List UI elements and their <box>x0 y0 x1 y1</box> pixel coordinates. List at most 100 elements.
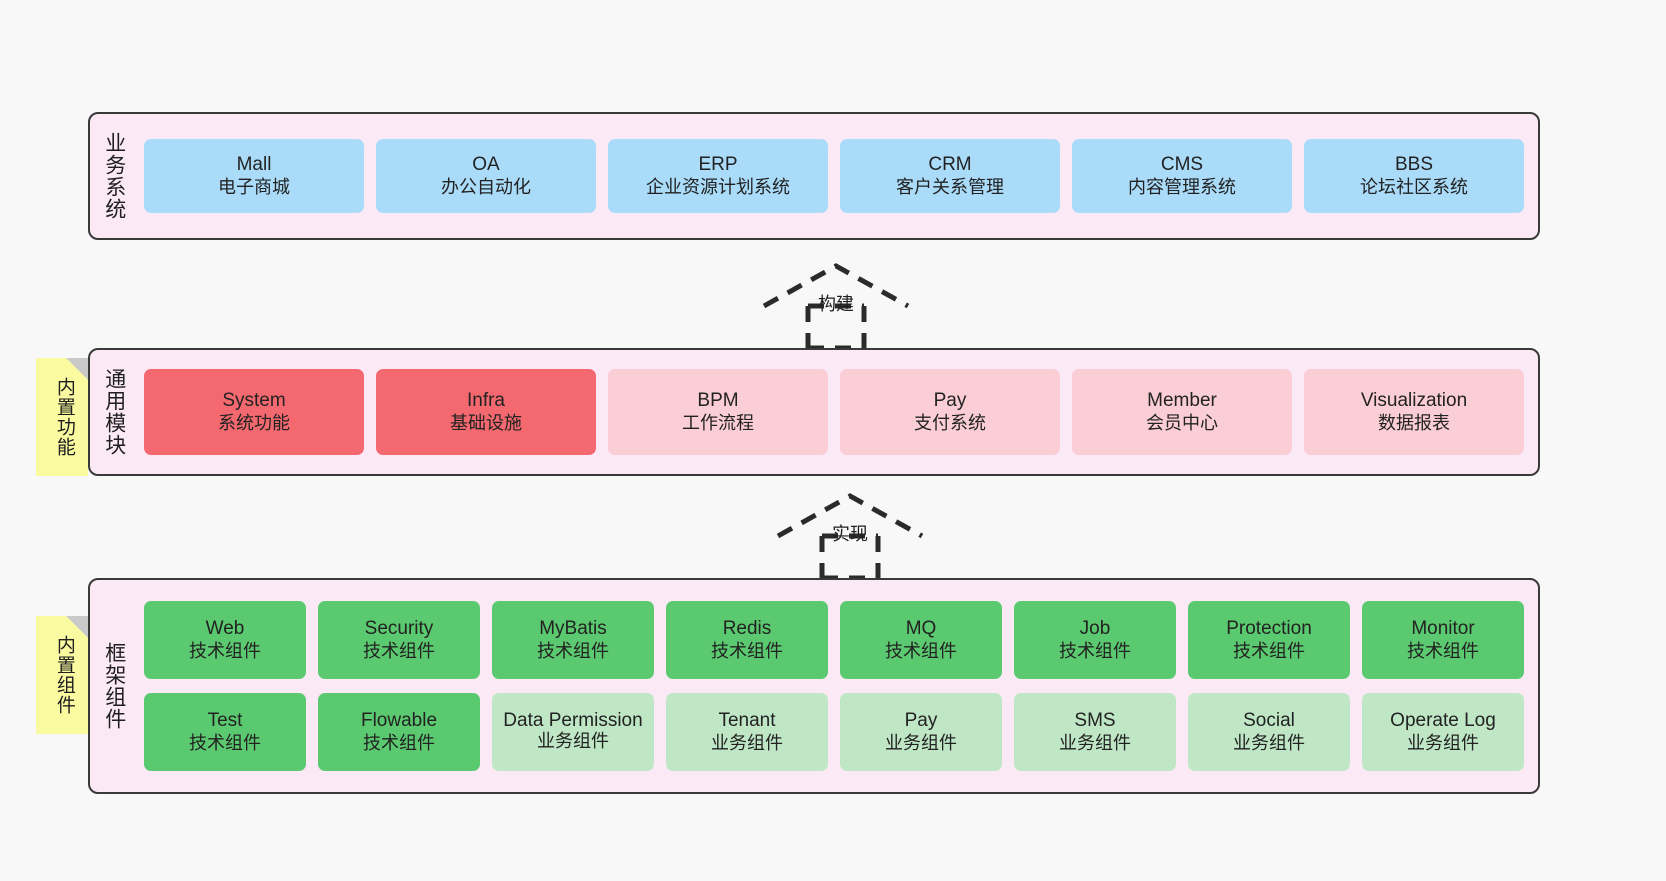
card-monitor-en: Monitor <box>1411 618 1475 640</box>
card-redis-cn: 技术组件 <box>711 640 783 661</box>
card-member-en: Member <box>1147 390 1217 412</box>
card-test-cn: 技术组件 <box>189 732 261 753</box>
framework-row-tech: Web 技术组件 Security 技术组件 MyBatis 技术组件 Redi… <box>144 601 1524 679</box>
card-bpm-en: BPM <box>697 390 739 412</box>
card-data-permission-en: Data Permission <box>503 709 643 731</box>
card-flowable[interactable]: Flowable 技术组件 <box>318 693 480 771</box>
card-protection[interactable]: Protection 技术组件 <box>1188 601 1350 679</box>
card-mq-en: MQ <box>905 618 937 640</box>
card-bpm-cn: 工作流程 <box>682 412 754 433</box>
card-cms[interactable]: CMS 内容管理系统 <box>1072 139 1292 213</box>
arrow-implement-label: 实现 <box>832 524 868 544</box>
card-mybatis[interactable]: MyBatis 技术组件 <box>492 601 654 679</box>
card-pay-module-cn: 支付系统 <box>914 412 986 433</box>
card-bbs-en: BBS <box>1394 154 1434 176</box>
card-oa-cn: 办公自动化 <box>441 176 531 197</box>
card-pay-component-en: Pay <box>904 710 938 732</box>
card-flowable-en: Flowable <box>360 710 438 732</box>
card-oa[interactable]: OA 办公自动化 <box>376 139 596 213</box>
card-mall[interactable]: Mall 电子商城 <box>144 139 364 213</box>
card-mybatis-en: MyBatis <box>539 618 607 640</box>
card-web-cn: 技术组件 <box>189 640 261 661</box>
card-data-permission[interactable]: Data Permission 业务组件 <box>492 693 654 771</box>
card-visualization[interactable]: Visualization 数据报表 <box>1304 369 1524 455</box>
card-bbs-cn: 论坛社区系统 <box>1360 176 1468 197</box>
card-mybatis-cn: 技术组件 <box>537 640 609 661</box>
note-fold-corner-icon <box>66 358 88 380</box>
card-redis[interactable]: Redis 技术组件 <box>666 601 828 679</box>
card-erp[interactable]: ERP 企业资源计划系统 <box>608 139 828 213</box>
card-job-cn: 技术组件 <box>1059 640 1131 661</box>
card-security[interactable]: Security 技术组件 <box>318 601 480 679</box>
card-erp-en: ERP <box>698 154 738 176</box>
layer-modules-title: 通用模块 <box>102 368 126 456</box>
layer-business-systems: 业务系统 Mall 电子商城 OA 办公自动化 ERP 企业资源计划系统 CRM… <box>88 112 1540 240</box>
card-operate-log-cn: 业务组件 <box>1407 732 1479 753</box>
note-built-in-components: 内置组件 <box>36 616 88 734</box>
card-system-cn: 系统功能 <box>218 412 290 433</box>
layer-modules-cards: System 系统功能 Infra 基础设施 BPM 工作流程 Pay 支付系统… <box>138 350 1538 474</box>
card-system[interactable]: System 系统功能 <box>144 369 364 455</box>
card-test[interactable]: Test 技术组件 <box>144 693 306 771</box>
card-bpm[interactable]: BPM 工作流程 <box>608 369 828 455</box>
card-pay-component-cn: 业务组件 <box>885 732 957 753</box>
arrow-build-label: 构建 <box>818 294 854 314</box>
card-sms-cn: 业务组件 <box>1059 732 1131 753</box>
note-built-in-components-label: 内置组件 <box>53 635 75 715</box>
card-web-en: Web <box>205 618 245 640</box>
card-tenant-en: Tenant <box>718 710 776 732</box>
card-pay-component[interactable]: Pay 业务组件 <box>840 693 1002 771</box>
card-cms-en: CMS <box>1160 154 1204 176</box>
card-infra-cn: 基础设施 <box>450 412 522 433</box>
layer-business-cards: Mall 电子商城 OA 办公自动化 ERP 企业资源计划系统 CRM 客户关系… <box>138 114 1538 238</box>
card-operate-log[interactable]: Operate Log 业务组件 <box>1362 693 1524 771</box>
card-member-cn: 会员中心 <box>1146 412 1218 433</box>
card-mq[interactable]: MQ 技术组件 <box>840 601 1002 679</box>
card-cms-cn: 内容管理系统 <box>1128 176 1236 197</box>
card-social[interactable]: Social 业务组件 <box>1188 693 1350 771</box>
card-sms[interactable]: SMS 业务组件 <box>1014 693 1176 771</box>
card-social-cn: 业务组件 <box>1233 732 1305 753</box>
layer-framework-cards: Web 技术组件 Security 技术组件 MyBatis 技术组件 Redi… <box>138 580 1538 792</box>
card-test-en: Test <box>207 710 243 732</box>
card-tenant[interactable]: Tenant 业务组件 <box>666 693 828 771</box>
card-monitor[interactable]: Monitor 技术组件 <box>1362 601 1524 679</box>
card-job[interactable]: Job 技术组件 <box>1014 601 1176 679</box>
card-redis-en: Redis <box>722 618 772 640</box>
note-fold-corner-icon <box>66 616 88 638</box>
card-operate-log-en: Operate Log <box>1390 710 1496 732</box>
card-infra-en: Infra <box>466 390 506 412</box>
card-bbs[interactable]: BBS 论坛社区系统 <box>1304 139 1524 213</box>
card-protection-cn: 技术组件 <box>1233 640 1305 661</box>
note-built-in-features-label: 内置功能 <box>53 377 75 457</box>
card-member[interactable]: Member 会员中心 <box>1072 369 1292 455</box>
layer-framework-title: 框架组件 <box>102 642 126 730</box>
card-security-en: Security <box>364 618 434 640</box>
card-crm[interactable]: CRM 客户关系管理 <box>840 139 1060 213</box>
card-sms-en: SMS <box>1074 710 1116 732</box>
arrow-implement: 实现 <box>770 492 930 581</box>
layer-common-modules: 通用模块 System 系统功能 Infra 基础设施 BPM 工作流程 Pay… <box>88 348 1540 476</box>
card-web[interactable]: Web 技术组件 <box>144 601 306 679</box>
card-pay-module[interactable]: Pay 支付系统 <box>840 369 1060 455</box>
card-tenant-cn: 业务组件 <box>711 732 783 753</box>
card-erp-cn: 企业资源计划系统 <box>646 176 790 197</box>
card-crm-en: CRM <box>928 154 972 176</box>
card-system-en: System <box>222 390 286 412</box>
card-protection-en: Protection <box>1226 618 1312 640</box>
card-social-en: Social <box>1243 710 1295 732</box>
note-built-in-features: 内置功能 <box>36 358 88 476</box>
card-crm-cn: 客户关系管理 <box>896 176 1004 197</box>
card-mall-cn: 电子商城 <box>218 176 290 197</box>
card-visualization-en: Visualization <box>1360 390 1468 412</box>
card-infra[interactable]: Infra 基础设施 <box>376 369 596 455</box>
card-data-permission-cn: 业务组件 <box>537 731 609 752</box>
framework-row-business: Test 技术组件 Flowable 技术组件 Data Permission … <box>144 693 1524 771</box>
card-flowable-cn: 技术组件 <box>363 732 435 753</box>
card-security-cn: 技术组件 <box>363 640 435 661</box>
card-monitor-cn: 技术组件 <box>1407 640 1479 661</box>
card-pay-module-en: Pay <box>933 390 967 412</box>
layer-framework-components: 框架组件 Web 技术组件 Security 技术组件 MyBatis 技术组件… <box>88 578 1540 794</box>
arrow-build: 构建 <box>756 262 916 351</box>
